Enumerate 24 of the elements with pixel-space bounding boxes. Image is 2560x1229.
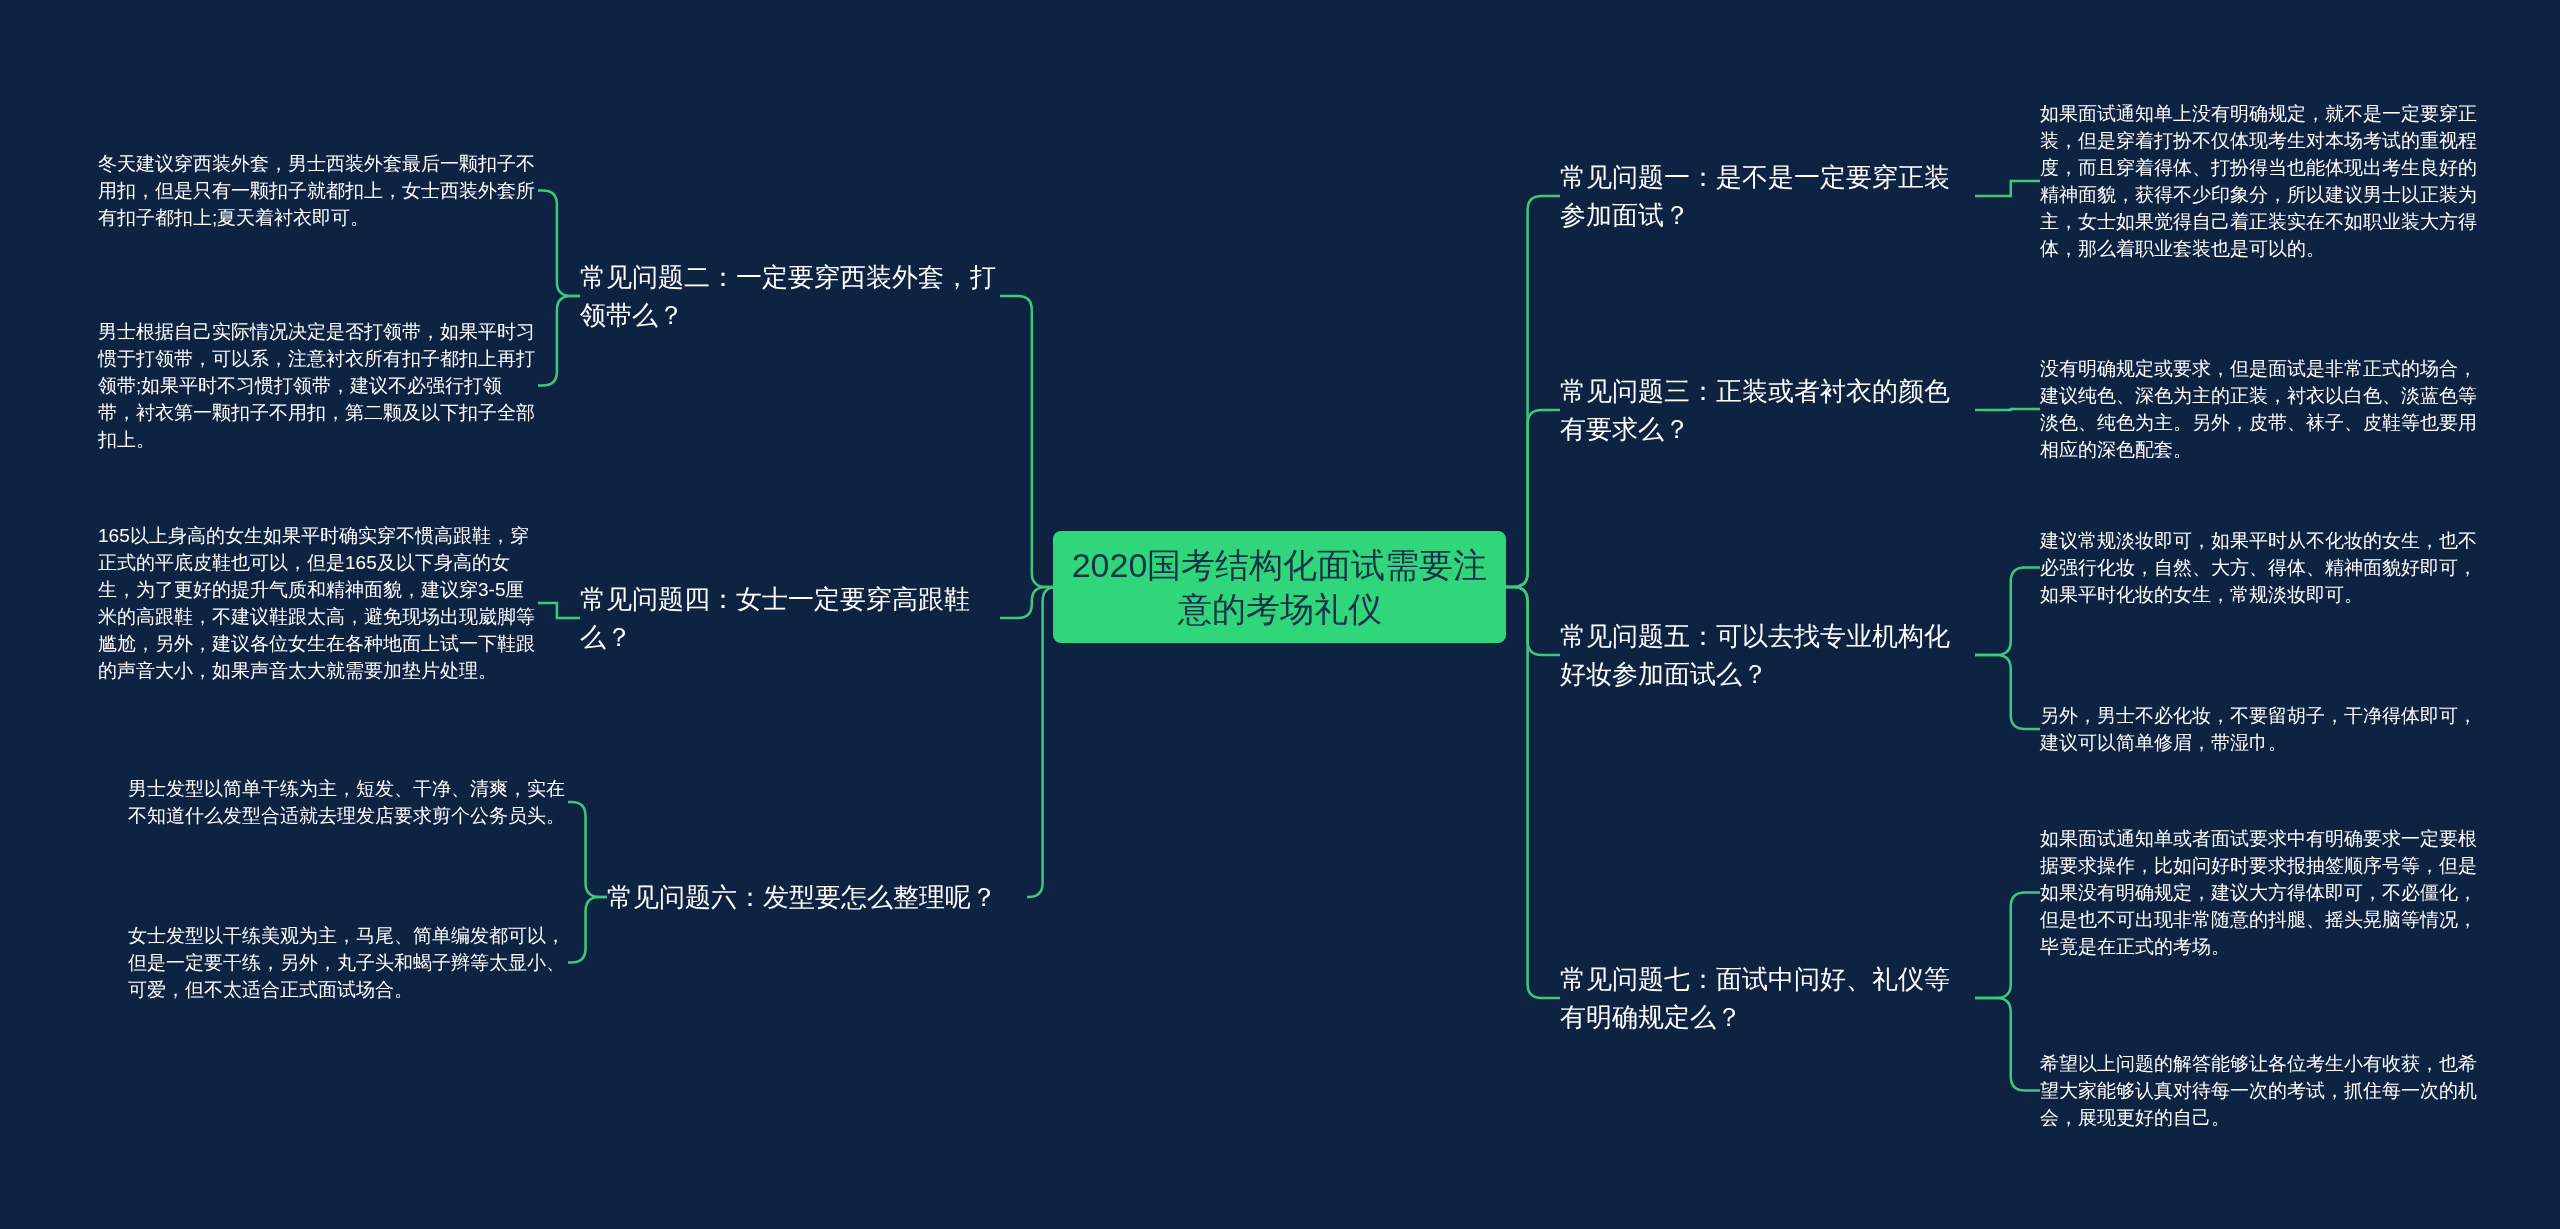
connector-line [568, 895, 607, 964]
central-topic: 2020国考结构化面试需要注意的考场礼仪 [1053, 531, 1506, 643]
connector-line [1975, 407, 2040, 412]
answer-note: 如果面试通知单或者面试要求中有明确要求一定要根据要求操作，比如问好时要求报抽签顺序号等，但是如果没有明确规定，建议大方得体即可，不必僵化，但是也不可出现非常随意的抖腿、摇头晃脑等情况，毕竟是在正式的考场。 [2040, 825, 2480, 960]
answer-note: 冬天建议穿西装外套，男士西装外套最后一颗扣子不用扣，但是只有一颗扣子就都扣上，女士西装外套所有扣子都扣上;夏天着衬衣即可。 [98, 150, 538, 231]
question-topic: 常见问题六：发型要怎么整理呢？ [607, 878, 1027, 916]
answer-note: 男士发型以简单干练为主，短发、干净、清爽，实在不知道什么发型合适就去理发店要求剪个公务员头。 [128, 775, 568, 829]
connector-line [1000, 585, 1053, 620]
answer-note: 如果面试通知单上没有明确规定，就不是一定要穿正装，但是穿着打扮不仅体现考生对本场考试的重视程度，而且穿着得体、打扮得当也能体现出考生良好的精神面貌，获得不少印象分，所以建议男士以正装为主，女士如果觉得自己着正装实在不如职业装大方得体，那么着职业套装也是可以的。 [2040, 100, 2480, 262]
question-topic: 常见问题一：是不是一定要穿正装参加面试？ [1560, 158, 1975, 234]
question-topic: 常见问题二：一定要穿西装外套，打领带么？ [580, 258, 1000, 334]
answer-note: 没有明确规定或要求，但是面试是非常正式的场合，建议纯色、深色为主的正装，衬衣以白色、淡蓝色等淡色、纯色为主。另外，皮带、袜子、皮鞋等也要用相应的深色配套。 [2040, 355, 2480, 463]
answer-note: 另外，男士不必化妆，不要留胡子，干净得体即可，建议可以简单修眉，带湿巾。 [2040, 702, 2480, 756]
answer-note: 建议常规淡妆即可，如果平时从不化妆的女生，也不必强行化妆，自然、大方、得体、精神面貌好即可，如果平时化妆的女生，常规淡妆即可。 [2040, 527, 2480, 608]
answer-note: 165以上身高的女生如果平时确实穿不惯高跟鞋，穿正式的平底皮鞋也可以，但是165及以下身高的女生，为了更好的提升气质和精神面貌，建议穿3-5厘米的高跟鞋，不建议鞋跟太高，避免现场出现崴脚等尴尬，另外，建议各位女生在各种地面上试一下鞋跟的声音大小，如果声音太大就需要加垫片处理。 [98, 522, 538, 684]
question-topic: 常见问题七：面试中问好、礼仪等有明确规定么？ [1560, 960, 1975, 1036]
answer-note: 女士发型以干练美观为主，马尾、简单编发都可以，但是一定要干练，另外，丸子头和蝎子辫等太显小、可爱，但不太适合正式面试场合。 [128, 922, 568, 1003]
answer-note: 希望以上问题的解答能够让各位考生小有收获，也希望大家能够认真对待每一次的考试，抓住每一次的机会，展现更好的自己。 [2040, 1050, 2480, 1131]
answer-note: 男士根据自己实际情况决定是否打领带，如果平时习惯于打领带，可以系，注意衬衣所有扣子都扣上再打领带;如果平时不习惯打领带，建议不必强行打领带，衬衣第一颗扣子不用扣，第二颗及以下扣子全部扣上。 [98, 318, 538, 453]
connector-line [538, 601, 580, 620]
question-topic: 常见问题五：可以去找专业机构化好妆参加面试么？ [1560, 617, 1975, 693]
question-topic: 常见问题三：正装或者衬衣的颜色有要求么？ [1560, 372, 1975, 448]
question-topic: 常见问题四：女士一定要穿高跟鞋么？ [580, 580, 1000, 656]
connector-line [1975, 179, 2040, 198]
